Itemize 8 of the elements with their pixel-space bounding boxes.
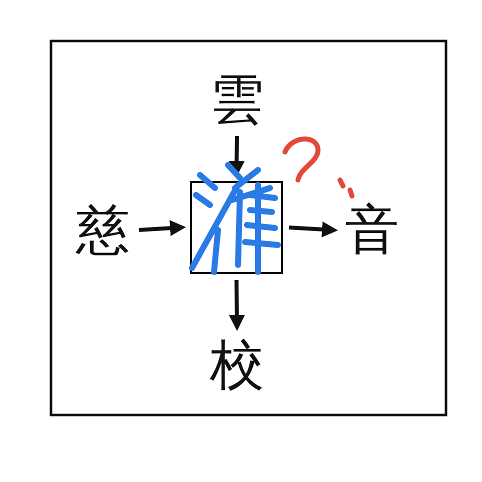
arrow bbox=[138, 220, 186, 236]
kanji-character: 慈 bbox=[76, 203, 130, 257]
kanji-character: 音 bbox=[345, 203, 399, 257]
arrow bbox=[288, 221, 338, 238]
kanji-character: 雲 bbox=[210, 73, 264, 127]
kanji-character: 校 bbox=[210, 338, 264, 392]
arrow bbox=[228, 280, 245, 331]
answer-box bbox=[190, 181, 283, 274]
